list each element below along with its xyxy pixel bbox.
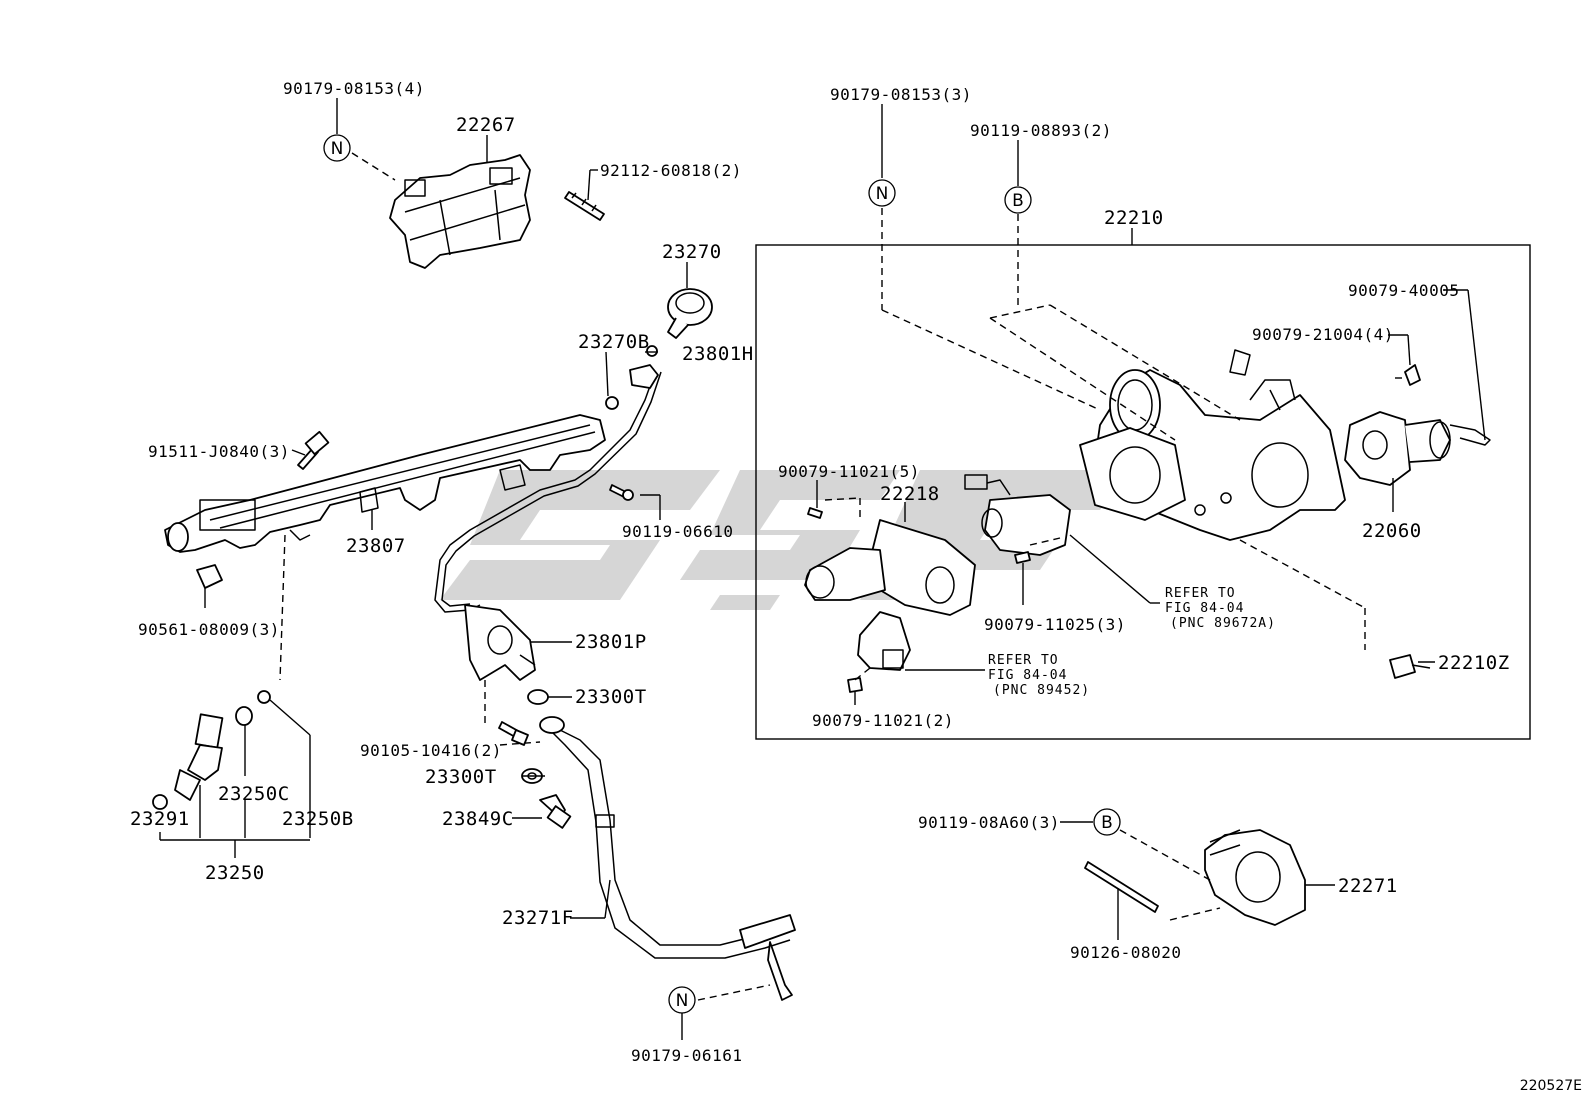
stud-90126-08020: [1084, 861, 1159, 913]
label-90119-08A60: 90119-08A60(3): [918, 813, 1060, 832]
label-90119-08893: 90119-08893(2): [970, 121, 1112, 140]
screw-22210Z: [1389, 654, 1416, 679]
svg-text:B: B: [1101, 813, 1113, 833]
label-90079-40005: 90079-40005: [1348, 281, 1459, 300]
label-90079-11021-5: 90079-11021(5): [778, 462, 920, 481]
bracket-22267: [389, 154, 531, 269]
throttle-body-spacer-22271: [1204, 829, 1306, 926]
throttle-sensor-lower: [857, 611, 911, 671]
label-90179-08153-3: 90179-08153(3): [830, 85, 972, 104]
label-23250: 23250: [205, 862, 265, 884]
label-23291: 23291: [130, 808, 190, 830]
reference-note-89672A: REFER TO FIG 84-04 (PNC 89672A): [1165, 586, 1276, 631]
svg-text:FIG 84-04: FIG 84-04: [1165, 601, 1244, 616]
label-22218: 22218: [880, 483, 940, 505]
label-90105-10416: 90105-10416(2): [360, 741, 502, 760]
pulsation-damper-23270: [667, 288, 713, 339]
label-22210: 22210: [1104, 207, 1164, 229]
label-22210Z: 22210Z: [1438, 652, 1510, 674]
label-90119-06610: 90119-06610: [622, 522, 733, 541]
label-22060: 22060: [1362, 520, 1422, 542]
svg-text:REFER TO: REFER TO: [1165, 586, 1236, 601]
marker-b-top-right: B: [1004, 186, 1032, 214]
clip-90079-40005: [1449, 424, 1491, 446]
spacer-90561: [196, 564, 223, 589]
svg-text:B: B: [1012, 191, 1024, 211]
label-90179-06161: 90179-06161: [631, 1046, 742, 1065]
label-23250C: 23250C: [218, 783, 290, 805]
label-23801P: 23801P: [575, 631, 647, 653]
svg-text:N: N: [331, 139, 344, 159]
label-90126-08020: 90126-08020: [1070, 943, 1181, 962]
svg-text:(PNC 89672A): (PNC 89672A): [1170, 616, 1276, 631]
diagram-code: 220527E: [1520, 1078, 1582, 1094]
label-23801H: 23801H: [682, 343, 754, 365]
marker-n-top-left: N: [323, 134, 351, 162]
label-90079-21004: 90079-21004(4): [1252, 325, 1394, 344]
label-90179-08153-4: 90179-08153(4): [283, 79, 425, 98]
fuel-hose-23271F: [539, 716, 796, 1001]
o-ring-23250B: [257, 690, 271, 704]
label-91511-J0840: 91511-J0840(3): [148, 442, 290, 461]
fuel-injector-23250: [174, 713, 224, 801]
air-valve-22218: [804, 519, 976, 616]
label-90561-08009: 90561-08009(3): [138, 620, 280, 639]
svg-text:N: N: [676, 991, 689, 1011]
screw-90079-11021-2: [847, 677, 863, 693]
isc-valve-22060: [1344, 411, 1451, 486]
svg-text:(PNC 89452): (PNC 89452): [993, 683, 1090, 698]
label-23300T-lower: 23300T: [425, 766, 497, 788]
throttle-body: [1079, 349, 1346, 541]
screw-90079-21004: [1404, 364, 1421, 386]
svg-text:N: N: [876, 184, 889, 204]
o-ring-23291: [152, 794, 168, 810]
fuel-rail-23807: [164, 414, 606, 553]
stud-92112: [564, 191, 605, 221]
label-22271: 22271: [1338, 875, 1398, 897]
marker-n-top-right: N: [868, 179, 896, 207]
label-23250B: 23250B: [282, 808, 354, 830]
label-23300T-upper: 23300T: [575, 686, 647, 708]
label-23270B: 23270B: [578, 331, 650, 353]
insulator-23250C: [235, 706, 253, 726]
label-23849C: 23849C: [442, 808, 514, 830]
fuel-pipe: [434, 371, 656, 613]
label-90079-11021-2: 90079-11021(2): [812, 711, 954, 730]
label-23807: 23807: [346, 535, 406, 557]
screw-90079-11021-5: [807, 507, 823, 519]
label-22267: 22267: [456, 114, 516, 136]
throttle-position-sensor: [964, 474, 1071, 556]
part-labels: 90179-08153(4) 22267 92112-60818(2) 2327…: [130, 79, 1510, 1065]
union-23801P: [464, 604, 536, 681]
label-23271F: 23271F: [502, 907, 574, 929]
marker-b-lower-right: B: [1093, 808, 1121, 836]
svg-text:REFER TO: REFER TO: [988, 653, 1059, 668]
svg-text:FIG 84-04: FIG 84-04: [988, 668, 1067, 683]
label-92112-60818: 92112-60818(2): [600, 161, 742, 180]
reference-note-89452: REFER TO FIG 84-04 (PNC 89452): [988, 653, 1090, 698]
gasket-23300T-upper: [527, 689, 549, 705]
screw-90079-11025: [1014, 551, 1031, 564]
label-90079-11025: 90079-11025(3): [984, 615, 1126, 634]
leader-lines: [159, 98, 1486, 1040]
assembly-box-22210: [755, 244, 1531, 740]
label-23270: 23270: [662, 241, 722, 263]
fitting-23270B: [629, 364, 659, 389]
marker-n-bottom: N: [668, 986, 696, 1014]
